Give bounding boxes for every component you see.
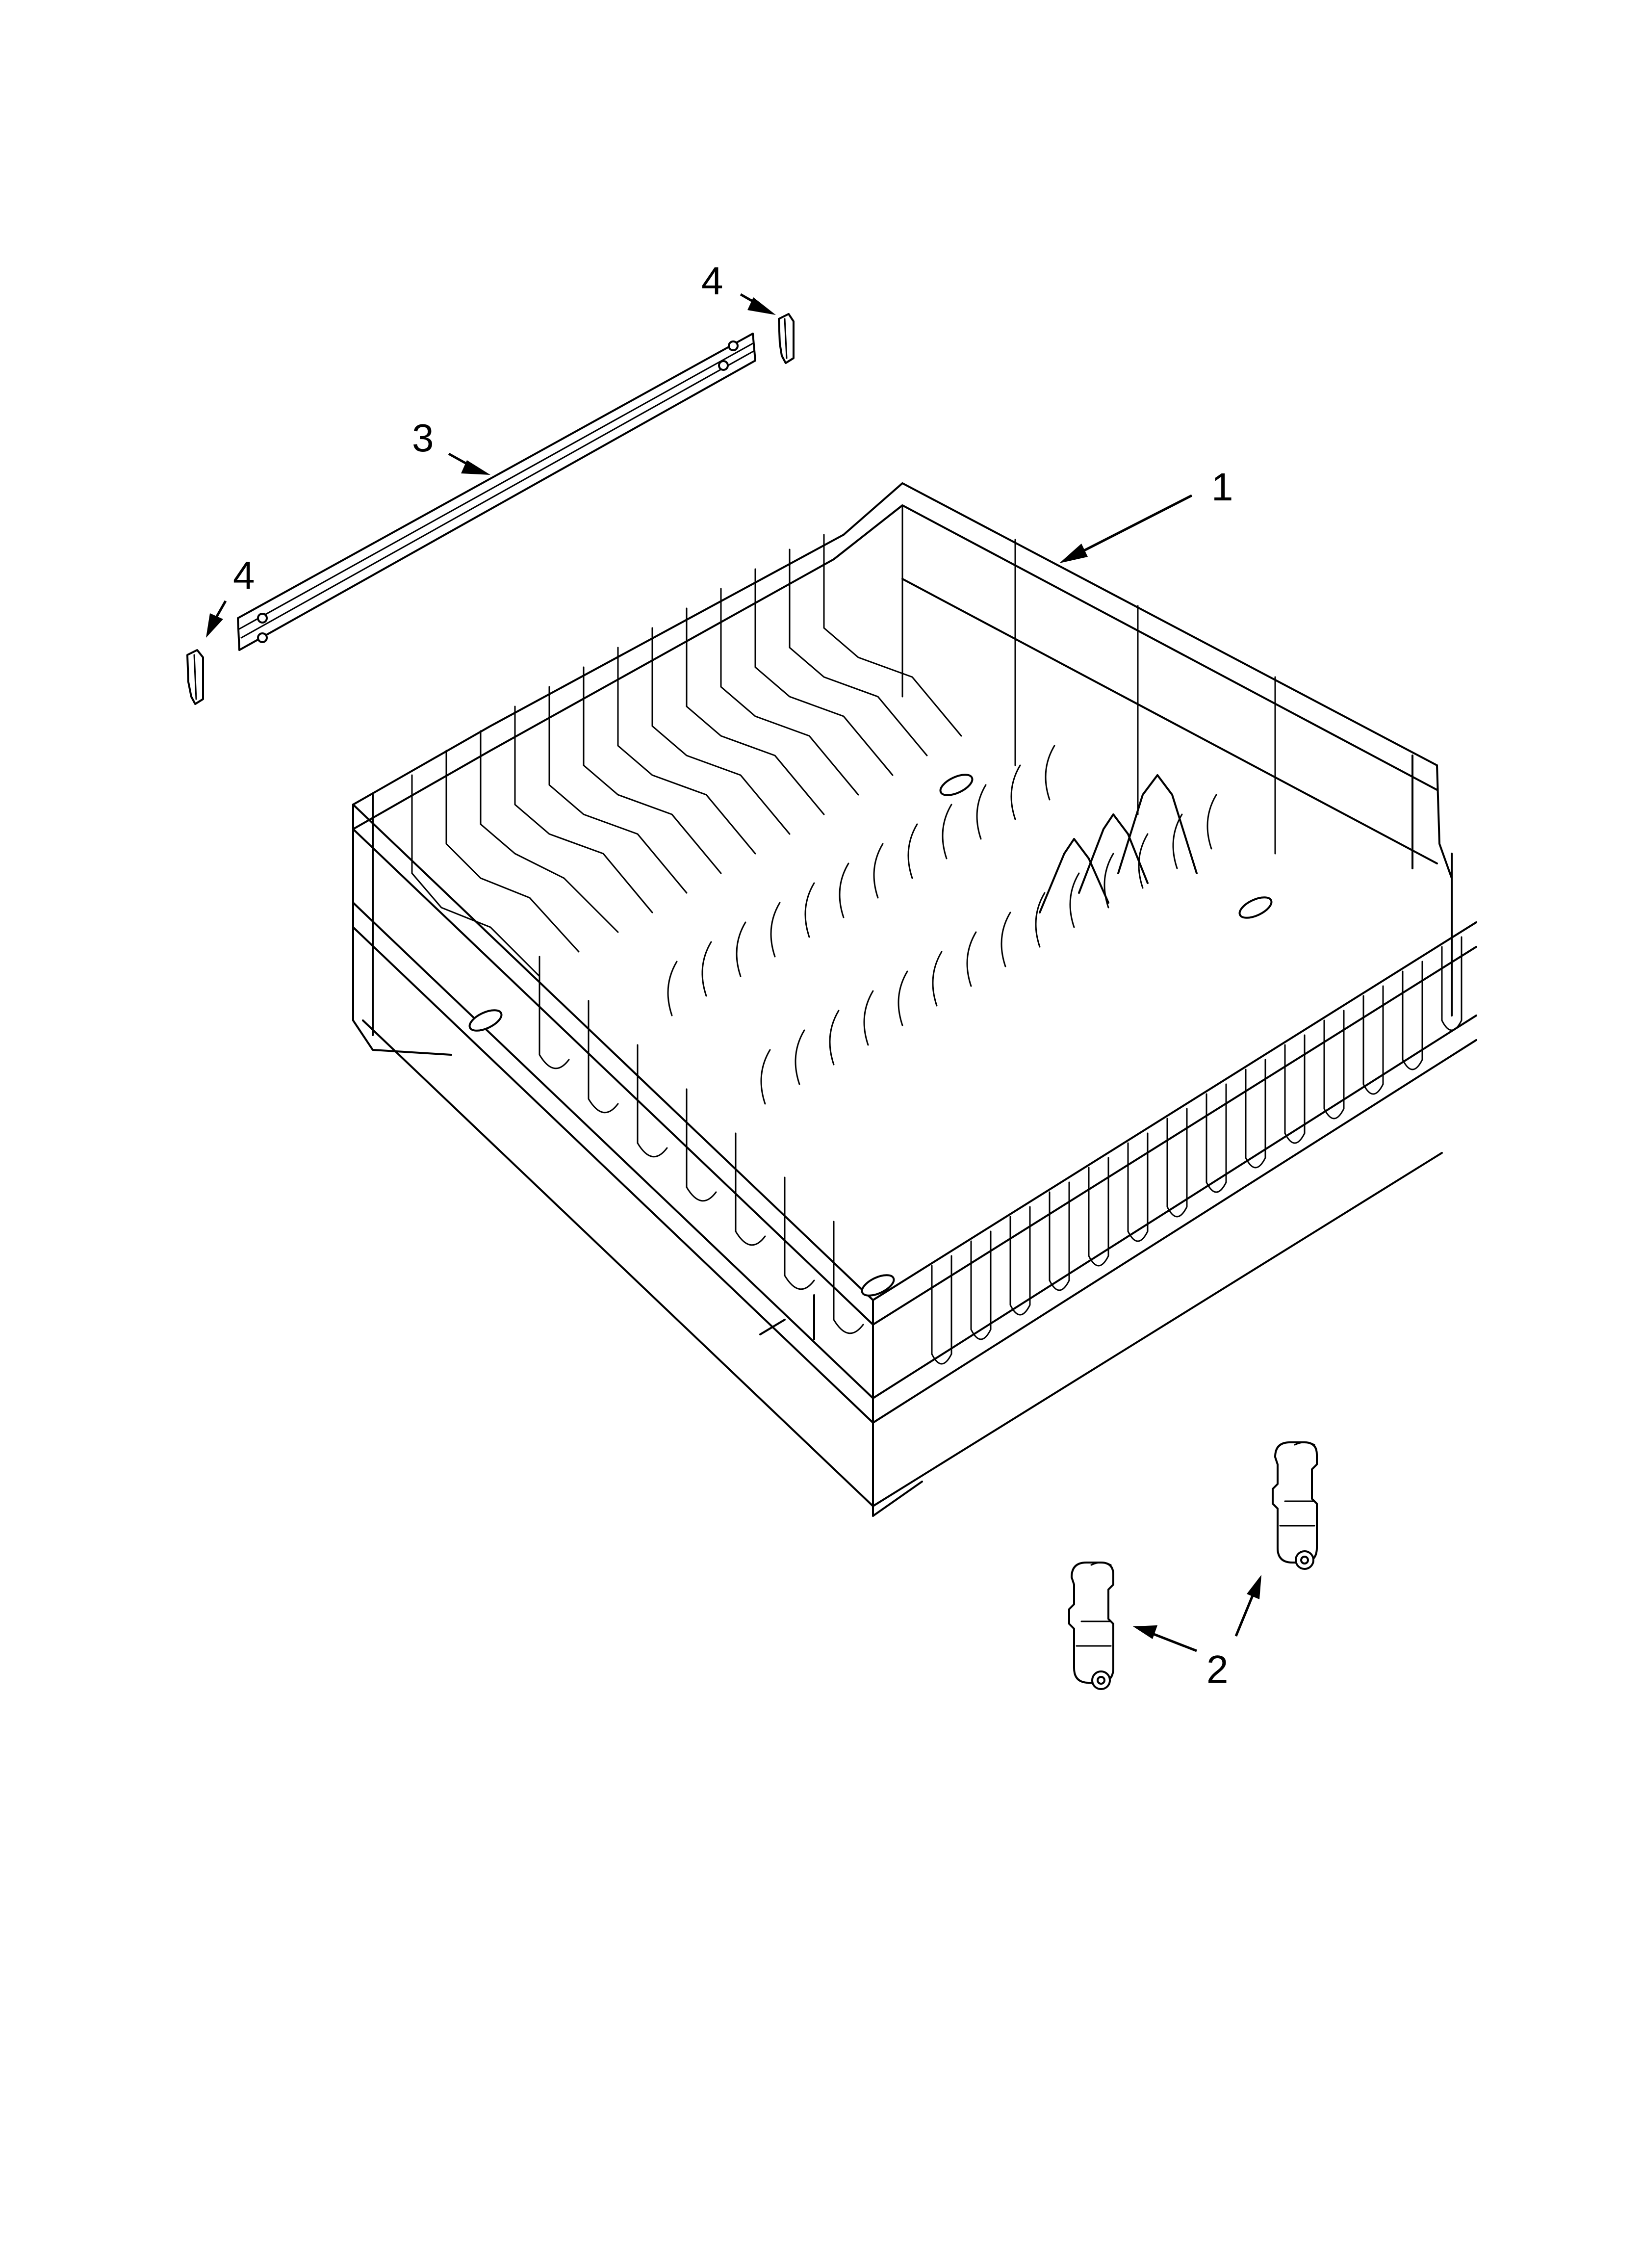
callout-rail: 3 bbox=[412, 416, 434, 460]
end-cap-left bbox=[186, 649, 204, 705]
dish-rack bbox=[352, 482, 1477, 1517]
center-hooks bbox=[667, 745, 1217, 1105]
front-loops bbox=[931, 936, 1462, 1365]
leaders bbox=[206, 293, 1261, 1652]
callout-rack: 1 bbox=[1211, 465, 1233, 509]
end-cap-right bbox=[778, 313, 795, 364]
front-loops-left bbox=[539, 956, 864, 1334]
callout-end-cap-left: 4 bbox=[233, 553, 255, 597]
left-tines bbox=[411, 534, 962, 977]
rail-part bbox=[237, 333, 756, 651]
wheel-assembly-lower bbox=[1068, 1562, 1114, 1690]
callout-wheel-assembly: 2 bbox=[1206, 1647, 1229, 1691]
wheel-assembly-upper bbox=[1272, 1441, 1318, 1570]
callout-end-cap-right: 4 bbox=[701, 259, 723, 303]
